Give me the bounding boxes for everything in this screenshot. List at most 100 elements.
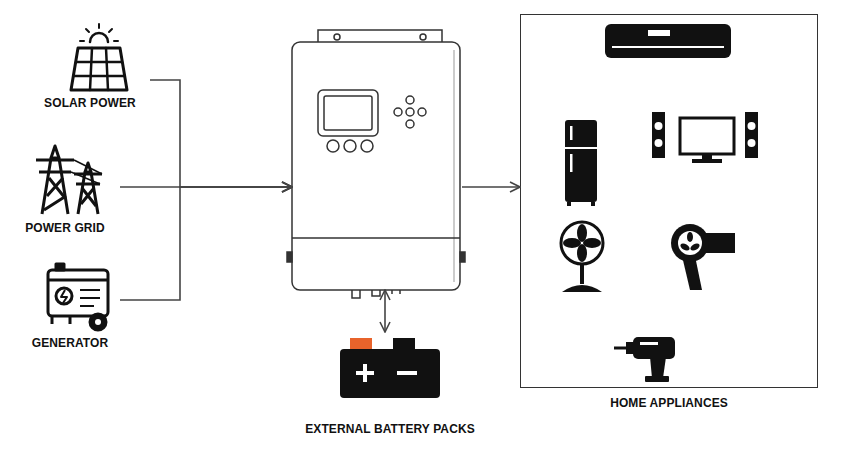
drill-icon [645,376,669,382]
drill-icon [640,342,658,345]
fan-icon [580,264,584,284]
tv-icon [680,118,734,154]
fan-icon [583,238,601,248]
flow-connector [462,186,520,188]
node-label: POWER GRID [25,221,105,235]
fridge-icon [591,202,595,206]
power-pylon-icon [81,188,96,206]
battery-icon [350,338,372,350]
tv-icon [745,112,758,158]
inverter-illustration [292,42,460,290]
inverter-illustration [287,30,465,298]
inverter-illustration [334,34,340,40]
tv-icon [692,159,722,163]
hair-dryer-icon [671,224,709,262]
battery-icon [397,371,417,375]
solar-panel-icon [71,48,127,90]
power-pylon-icon [71,160,102,184]
hair-dryer-icon [687,232,693,242]
fan-icon [561,222,603,264]
fridge-icon [570,154,573,172]
fridge-icon [570,126,573,140]
hair-dryer-icon [678,231,702,255]
inverter-illustration [318,90,378,136]
battery-icon [393,338,415,350]
inverter-illustration [292,237,460,239]
inverter-illustration [406,120,414,128]
power-pylon-icon [36,160,74,172]
tv-icon [652,112,665,158]
source-node: GENERATOR [20,262,120,350]
power-pylon-icon [42,158,68,214]
fridge-icon [567,202,571,206]
hair-dryer-icon [679,242,691,252]
source-node: SOLAR POWER [30,28,150,110]
power-pylon-icon [51,146,59,158]
inverter-illustration [394,108,402,116]
generator-icon [52,316,70,324]
solar-panel-icon [74,48,124,90]
inverter-illustration [418,108,426,116]
tv-icon [748,139,756,147]
fan-icon [562,285,602,292]
fan-icon [563,238,581,248]
tv-icon [655,139,663,147]
inverter-illustration [453,50,455,282]
generator-icon [90,314,106,330]
inverter-illustration [352,290,400,298]
inverter-illustration [344,140,356,152]
inverter-illustration [361,140,373,152]
inverter-illustration [460,252,465,262]
inverter-node [292,30,462,290]
fan-icon [577,224,587,242]
generator-icon [48,264,108,330]
inverter-illustration [324,96,372,130]
drill-icon [614,347,628,350]
solar-panel-icon [90,33,108,42]
solar-panel-icon [71,24,127,90]
drill-icon [633,337,675,359]
flow-connector [150,80,292,187]
drill-icon [614,337,675,382]
appliance-box: HOME APPLIANCES [520,14,818,388]
flow-connector [120,186,292,188]
generator-icon [95,319,101,325]
inverter-illustration [406,108,414,116]
air-conditioner-icon [605,24,731,58]
air-conditioner-icon [605,24,731,58]
fan-icon [561,222,603,292]
fan-icon [577,244,587,262]
generator-icon [56,288,72,304]
generator-icon [56,264,64,270]
fridge-icon [565,147,597,149]
flow-connector [120,187,292,300]
power-pylon-icon [44,178,66,210]
solar-panel-icon [80,24,118,41]
battery-icon [363,364,367,382]
power-pylon-icon [36,146,102,214]
fridge-icon [565,120,597,202]
source-node: POWER GRID [10,140,120,235]
tv-icon [652,112,758,163]
fridge-icon [565,120,597,206]
air-conditioner-icon [612,46,724,48]
node-label: HOME APPLIANCES [521,396,817,410]
generator-icon [48,270,108,316]
node-label: EXTERNAL BATTERY PACKS [305,422,475,436]
generator-icon [48,279,108,282]
drill-icon [626,342,634,354]
battery-node: EXTERNAL BATTERY PACKS [290,332,490,436]
inverter-illustration [420,34,426,40]
generator-icon [61,290,67,303]
hair-dryer-icon [689,242,701,252]
tv-icon [655,122,663,130]
node-label: GENERATOR [32,336,108,350]
battery-icon [340,349,440,398]
air-conditioner-icon [648,30,670,36]
inverter-illustration [287,252,292,262]
tv-icon [748,122,756,130]
